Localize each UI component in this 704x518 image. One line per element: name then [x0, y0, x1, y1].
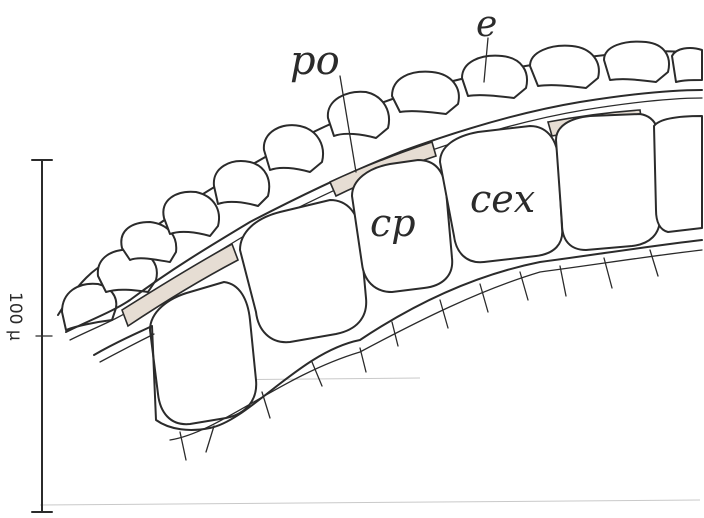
cortex-cell [150, 282, 256, 424]
epidermal-cell [392, 72, 459, 114]
epidermal-cell [462, 56, 527, 98]
label-po: po [290, 38, 340, 84]
epidermal-cell [264, 125, 323, 172]
cortex-cell [654, 116, 702, 232]
scale-bar-label: 100 µ [5, 292, 25, 341]
label-cex: cex [470, 177, 535, 221]
cortex-layer [150, 114, 702, 424]
epidermal-cell [530, 46, 599, 88]
epidermal-cell [328, 92, 389, 138]
epidermal-cell [214, 161, 269, 206]
epidermal-cell [604, 42, 669, 82]
epidermal-cell [672, 48, 702, 82]
label-e: e [476, 4, 497, 45]
label-cp: cp [370, 201, 416, 245]
scale-bar: 100 µ [5, 160, 52, 512]
cortex-cell [556, 114, 660, 250]
epidermal-cell [163, 192, 219, 236]
cortex-cell [240, 200, 366, 342]
